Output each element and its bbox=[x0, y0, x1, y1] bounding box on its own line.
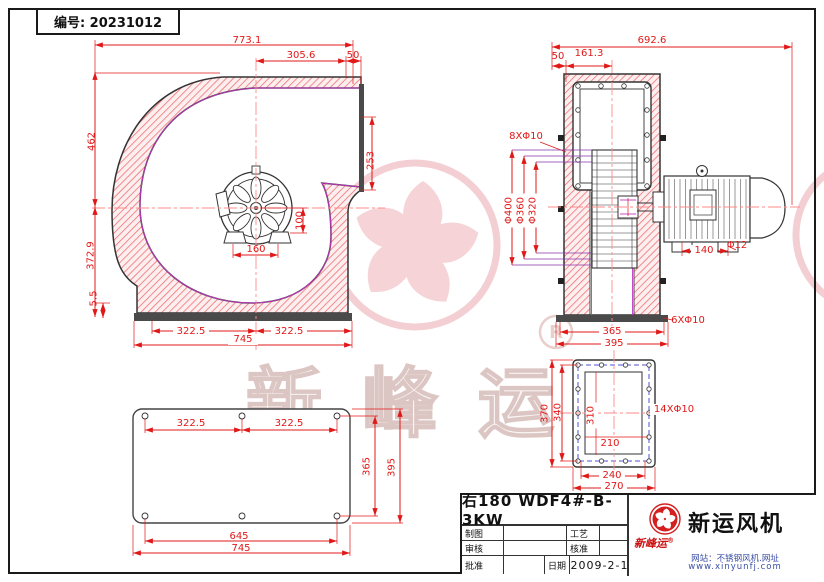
brand-reg-mark: ® bbox=[667, 536, 674, 545]
doc-number: 编号: 20231012 bbox=[53, 16, 163, 31]
dim-base-hole-width: 645 bbox=[229, 531, 249, 542]
field-checked-label: 审核 bbox=[462, 541, 504, 556]
dim-side-dia-outer: Φ400 bbox=[503, 193, 515, 228]
dim-front-height-bottom: 372.9 bbox=[85, 241, 97, 270]
dim-front-outlet-to-center: 305.6 bbox=[286, 50, 316, 61]
dim-front-base-lip: 5.5 bbox=[88, 290, 100, 307]
dim-side-foot-hole: Φ12 bbox=[726, 240, 748, 251]
dim-front-hub-drop: 100 bbox=[294, 210, 306, 231]
brand-script-text: 新峰运 bbox=[634, 537, 667, 550]
dim-base-span-left: 322.5 bbox=[176, 418, 206, 429]
field-date-label: 日期 bbox=[545, 556, 570, 574]
field-checked-value bbox=[504, 541, 567, 556]
dim-front-outlet-flange-h: 253 bbox=[365, 150, 377, 171]
dim-side-inlet-offset: 50 bbox=[551, 51, 565, 62]
dim-base-hole-span: 365 bbox=[361, 456, 373, 477]
side-view-drawing bbox=[509, 42, 800, 347]
dim-side-bolt-note-top: 8XΦ10 bbox=[509, 131, 543, 142]
doc-number-box: 编号: 20231012 bbox=[36, 8, 180, 35]
dim-flange-bolt-w: 240 bbox=[599, 470, 625, 481]
brand-website-line2: www.xinyunfj.com bbox=[688, 562, 782, 572]
dim-front-height-top: 462 bbox=[86, 131, 98, 152]
field-process-label: 工艺 bbox=[567, 526, 600, 541]
field-process-value bbox=[600, 526, 629, 541]
field-ratified-value bbox=[504, 556, 545, 574]
dim-side-base-width: 395 bbox=[601, 338, 627, 349]
dim-front-flange-offset: 50 bbox=[346, 50, 360, 61]
brand-name: 新运风机 bbox=[688, 512, 785, 537]
dim-side-base-bolt-span: 365 bbox=[599, 326, 625, 337]
brand-logo-icon bbox=[649, 503, 681, 535]
dim-front-base-width: 745 bbox=[228, 334, 258, 345]
field-drawn-label: 制图 bbox=[462, 526, 504, 541]
dim-flange-bolt-note: 14XΦ10 bbox=[650, 404, 698, 415]
dim-base-span-right: 322.5 bbox=[274, 418, 304, 429]
dim-side-total-length: 692.6 bbox=[637, 35, 667, 46]
dim-side-motor-feet: 140 bbox=[691, 245, 717, 256]
sheet-border bbox=[8, 8, 816, 574]
model-title: 右180 WDF4#-B-3KW bbox=[462, 492, 629, 529]
title-block: 右180 WDF4#-B-3KW 制图 工艺 审核 核准 批准 日期 2009-… bbox=[460, 492, 816, 576]
dim-side-dia-mid: Φ360 bbox=[515, 193, 527, 228]
field-ratified-label: 批准 bbox=[462, 556, 504, 574]
dim-side-inlet-to-center: 161.3 bbox=[574, 48, 604, 59]
field-drawn-value bbox=[504, 526, 567, 541]
dim-side-dia-inner: Φ320 bbox=[527, 193, 539, 228]
dim-flange-inner-w: 210 bbox=[597, 438, 623, 449]
brand-script: 新峰运® bbox=[634, 535, 694, 551]
front-view-drawing bbox=[92, 40, 385, 350]
dim-base-plate-depth: 395 bbox=[386, 457, 398, 478]
field-approved-label: 核准 bbox=[567, 541, 600, 556]
dim-side-bolt-note-base: 6XΦ10 bbox=[671, 315, 705, 326]
base-plate-view-drawing bbox=[132, 408, 403, 556]
dim-flange-bolt-h: 340 bbox=[552, 402, 564, 423]
dim-base-plate-width: 745 bbox=[231, 543, 251, 554]
dim-flange-outer-w: 270 bbox=[601, 481, 627, 492]
field-date-value: 2009-2-1 bbox=[570, 558, 629, 572]
brand-website-line1: 网站：不锈钢风机.网址 bbox=[691, 554, 779, 564]
title-block-table bbox=[462, 495, 629, 576]
dim-front-bolt-span-left: 322.5 bbox=[173, 326, 209, 337]
dim-front-hub-span: 160 bbox=[246, 244, 266, 255]
dim-front-total-width: 773.1 bbox=[232, 35, 262, 46]
field-approved-value bbox=[600, 541, 629, 556]
dim-flange-outer-h: 370 bbox=[539, 403, 551, 424]
dim-flange-inner-h: 310 bbox=[585, 402, 597, 429]
dim-front-bolt-span-right: 322.5 bbox=[271, 326, 307, 337]
